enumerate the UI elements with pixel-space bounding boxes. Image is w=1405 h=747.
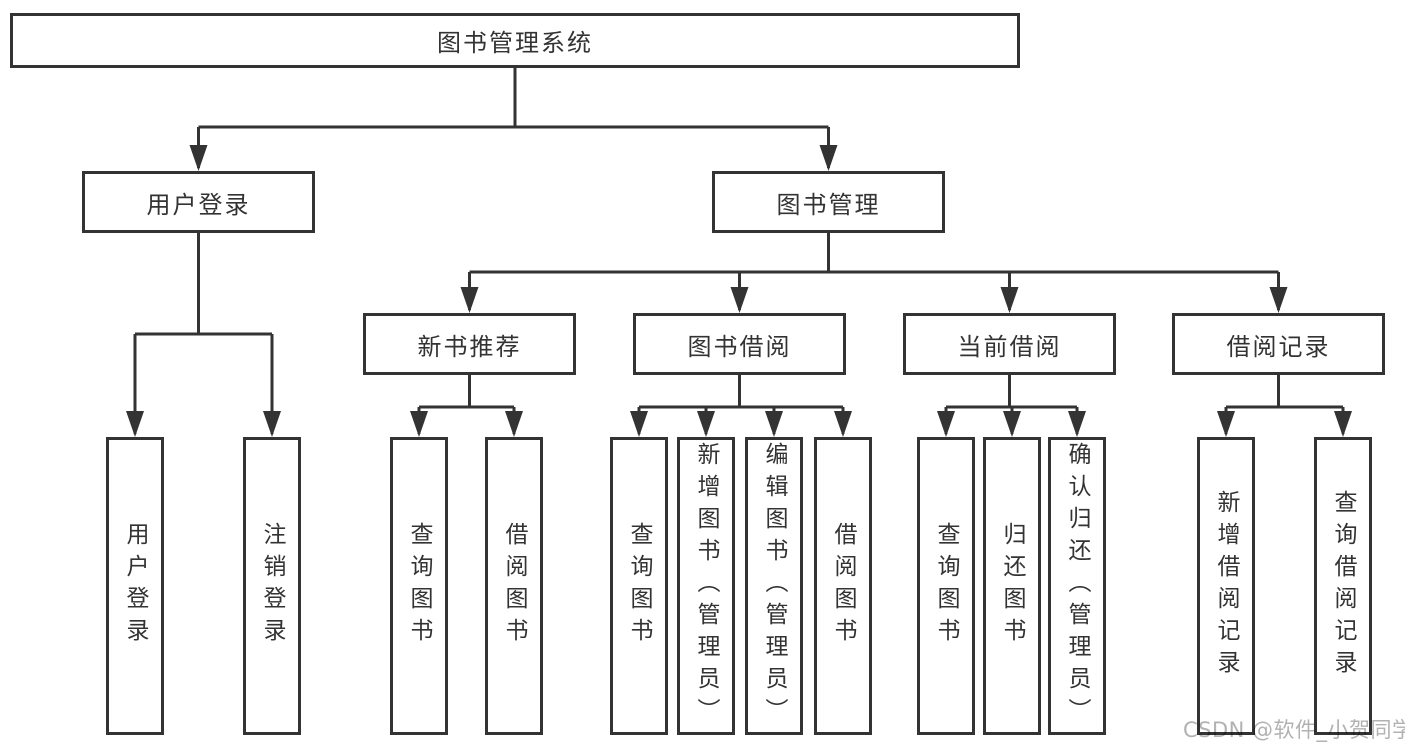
- node-book-borrow-label: 图书借阅: [687, 332, 792, 361]
- node-current-borrow-label: 当前借阅: [957, 332, 1062, 361]
- arrowheads: [126, 145, 1352, 437]
- node-leaf-return-book-label: 归还图书: [999, 522, 1025, 650]
- node-leaf-logout-label: 注销登录: [259, 522, 285, 650]
- node-user-login: 用户登录: [82, 171, 315, 233]
- connector-stems: [133, 68, 1345, 434]
- node-leaf-borrow-books-1-label: 借阅图书: [501, 522, 527, 650]
- node-leaf-confirm-return-admin-label: 确认归还（管理员）: [1064, 442, 1090, 730]
- node-leaf-borrow-books-2-label: 借阅图书: [830, 522, 856, 650]
- node-leaf-query-borrow-record: 查询借阅记录: [1314, 437, 1372, 735]
- node-borrow-records-label: 借阅记录: [1226, 332, 1331, 361]
- node-current-borrow: 当前借阅: [903, 313, 1116, 375]
- node-leaf-borrow-books-2: 借阅图书: [814, 437, 872, 735]
- node-leaf-user-login-label: 用户登录: [122, 522, 148, 650]
- node-borrow-records: 借阅记录: [1172, 313, 1385, 375]
- node-leaf-confirm-return-admin: 确认归还（管理员）: [1048, 437, 1106, 735]
- node-leaf-query-books-1-label: 查询图书: [406, 522, 432, 650]
- node-new-book-recommend: 新书推荐: [363, 313, 576, 375]
- node-book-management: 图书管理: [712, 171, 945, 233]
- node-leaf-query-books-2: 查询图书: [610, 437, 668, 735]
- node-book-management-label: 图书管理: [776, 190, 881, 219]
- node-leaf-query-books-3: 查询图书: [917, 437, 975, 735]
- node-root-label: 图书管理系统: [437, 29, 593, 57]
- node-leaf-query-borrow-record-label: 查询借阅记录: [1330, 490, 1356, 682]
- node-leaf-return-book: 归还图书: [983, 437, 1041, 735]
- node-leaf-query-books-3-label: 查询图书: [933, 522, 959, 650]
- node-leaf-user-login: 用户登录: [106, 437, 164, 735]
- node-book-borrow: 图书借阅: [633, 313, 846, 375]
- node-root: 图书管理系统: [10, 13, 1020, 68]
- node-user-login-label: 用户登录: [146, 190, 251, 219]
- node-leaf-query-books-2-label: 查询图书: [626, 522, 652, 650]
- node-leaf-add-borrow-record-label: 新增借阅记录: [1213, 490, 1239, 682]
- node-leaf-edit-book-admin-label: 编辑图书（管理员）: [761, 442, 787, 730]
- node-leaf-borrow-books-1: 借阅图书: [485, 437, 543, 735]
- node-leaf-add-book-admin: 新增图书（管理员）: [677, 437, 735, 735]
- node-leaf-query-books-1: 查询图书: [390, 437, 448, 735]
- node-leaf-add-borrow-record: 新增借阅记录: [1197, 437, 1255, 735]
- node-leaf-logout: 注销登录: [243, 437, 301, 735]
- node-new-book-recommend-label: 新书推荐: [417, 332, 522, 361]
- node-leaf-add-book-admin-label: 新增图书（管理员）: [693, 442, 719, 730]
- csdn-watermark: CSDN @软件_小贺同学: [1183, 718, 1405, 742]
- node-leaf-edit-book-admin: 编辑图书（管理员）: [745, 437, 803, 735]
